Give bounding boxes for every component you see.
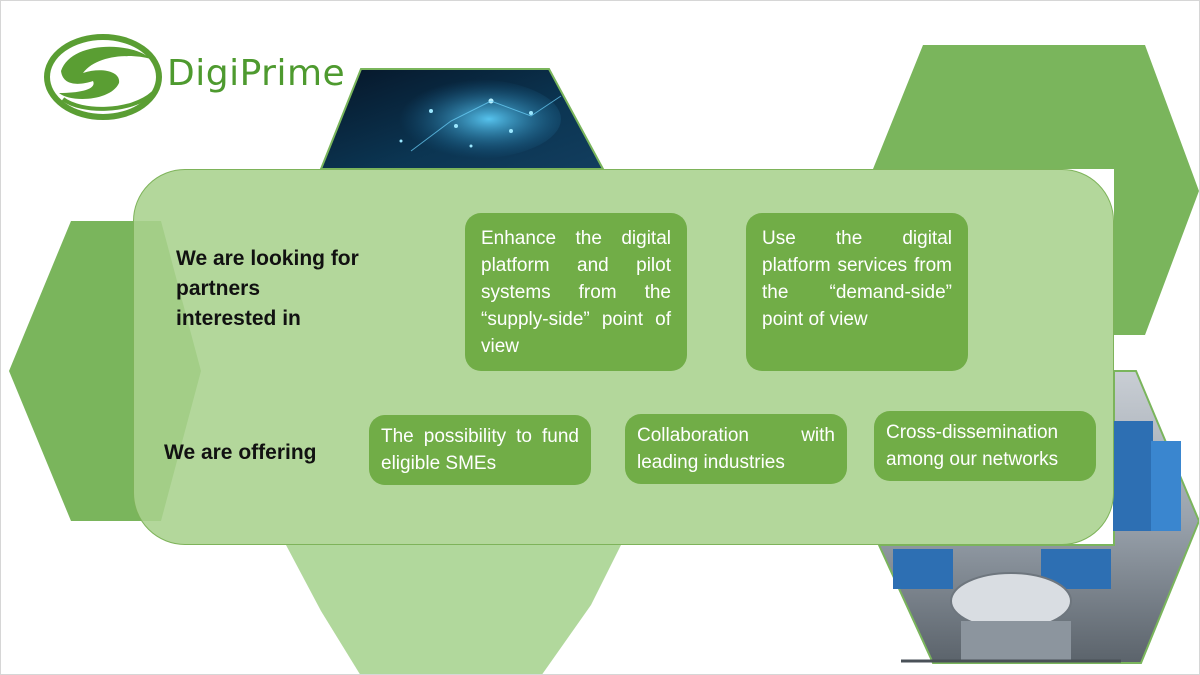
offering-label: We are offering — [164, 441, 317, 464]
hexagon-factory-image — [877, 370, 1199, 664]
looking-item-demand-side: Use the digital platform services from t… — [746, 213, 968, 371]
offering-item-cross-dissemination: Cross-dissemination among our networks — [874, 411, 1096, 481]
offering-item-fund-smes: The possibility to fund eligible SMEs — [369, 415, 591, 485]
hexagon-right-top — [873, 45, 1199, 335]
looking-item-supply-side: Enhance the digital platform and pilot s… — [465, 213, 687, 371]
digiprime-logo-icon — [44, 34, 162, 120]
hexagon-tech-image — [319, 68, 605, 170]
hexagon-bottom — [286, 545, 621, 674]
brand-name: DigiPrime — [167, 53, 346, 94]
offering-item-collaboration: Collaboration with leading industries — [625, 414, 847, 484]
looking-label: We are looking for partners interested i… — [176, 247, 359, 330]
